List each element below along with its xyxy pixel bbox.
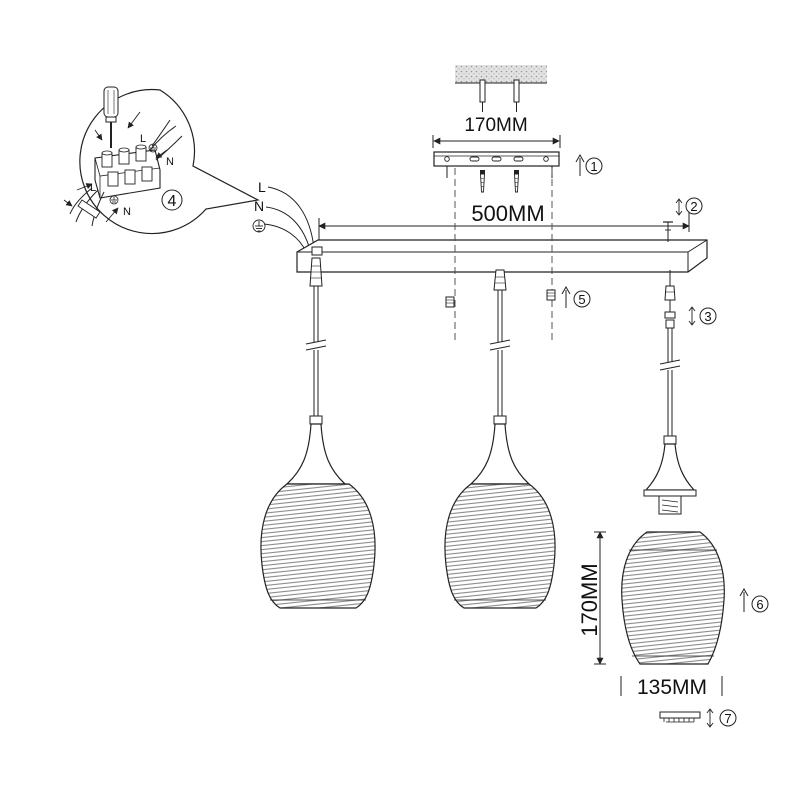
- screwdriver-icon: [103, 86, 119, 148]
- ceiling-surface: [455, 65, 547, 83]
- step-4-label: 4: [168, 193, 177, 210]
- step-7-label: 7: [724, 711, 731, 726]
- earth-ground-icon: [252, 219, 266, 233]
- earth-ground-icon: [148, 143, 158, 153]
- wiring-detail-inset: L N L N 4: [63, 86, 260, 235]
- step-2-label: 2: [690, 199, 697, 214]
- step-6-label: 6: [756, 597, 763, 612]
- inset-live-label-bottom: L: [90, 182, 96, 194]
- mounting-bracket: [433, 151, 560, 178]
- inset-live-label-top: L: [140, 133, 146, 145]
- bracket-nuts: [445, 289, 556, 308]
- bracket-width-label: 170MM: [464, 115, 527, 136]
- inset-neutral-label-bottom: N: [123, 206, 131, 218]
- mounting-screws: [480, 170, 519, 193]
- wall-anchor-left: [479, 79, 486, 112]
- alignment-guides: [454, 168, 553, 342]
- pendant-middle: [444, 269, 556, 609]
- step-2-marker: 2: [675, 197, 703, 216]
- supply-neutral-label: N: [254, 198, 264, 214]
- step-3-marker: 3: [688, 306, 717, 326]
- inset-neutral-label-top: N: [166, 156, 174, 168]
- shade-height-dimension: 170MM: [577, 531, 606, 665]
- bar-length-dimension: 500MM: [318, 201, 690, 244]
- inset-wires: [63, 111, 183, 227]
- supply-wires: L N: [252, 179, 315, 253]
- step-7-marker: 7: [659, 708, 737, 728]
- pendant-right-exploded: [621, 270, 725, 665]
- step-1-marker: 1: [575, 153, 603, 176]
- shade-width-dimension: 135MM: [620, 676, 723, 699]
- bracket-width-dimension: 170MM: [432, 115, 561, 148]
- pendant-left: [260, 257, 376, 609]
- wall-anchor-right: [513, 79, 520, 112]
- step-1-label: 1: [590, 159, 597, 174]
- step-5-marker: 5: [561, 285, 591, 308]
- step-3-label: 3: [704, 309, 711, 324]
- bar-length-label: 500MM: [471, 201, 544, 226]
- step-6-marker: 6: [739, 587, 769, 613]
- supply-live-label: L: [258, 179, 266, 195]
- ceiling-bar: [296, 221, 708, 273]
- step-5-label: 5: [578, 292, 585, 307]
- ceiling-mount-group: [455, 65, 547, 112]
- earth-ground-icon: [109, 195, 119, 205]
- shade-width-label: 135MM: [637, 676, 707, 699]
- terminal-block: [94, 144, 161, 199]
- shade-height-label: 170MM: [577, 563, 602, 636]
